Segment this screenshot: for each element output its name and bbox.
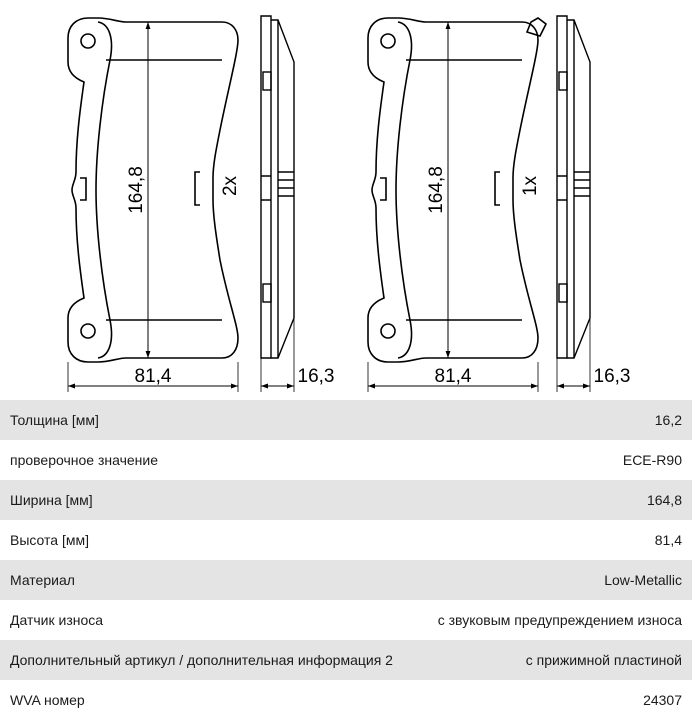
spec-value: ECE-R90 [622, 452, 682, 468]
right-pad-width-label: 81,4 [435, 366, 472, 387]
spec-label: Толщина [мм] [10, 412, 99, 428]
spec-value: с прижимной пластиной [525, 652, 682, 668]
spec-row-wear-sensor: Датчик износа с звуковым предупреждением… [0, 600, 692, 640]
right-pad-thickness-label: 16,3 [594, 366, 631, 387]
brake-pad-technical-drawing: 164,8 2x 81,4 16,3 164,8 1x 81,4 [67, 15, 631, 392]
spec-label: Материал [10, 572, 75, 588]
left-pad-height-label: 164,8 [126, 166, 147, 214]
spec-value: 16,2 [654, 412, 682, 428]
spec-value: Low-Metallic [604, 572, 682, 588]
spec-label: Дополнительный артикул / дополнительная … [10, 652, 393, 668]
spec-row-width: Ширина [мм] 164,8 [0, 480, 692, 520]
right-pad-height-label: 164,8 [426, 166, 447, 214]
spec-label: проверочное значение [10, 452, 159, 468]
spec-value: с звуковым предупреждением износа [437, 612, 682, 628]
spec-value: 164,8 [646, 492, 682, 508]
right-pad-quantity-label: 1x [520, 175, 541, 196]
right-pad-side-view [556, 15, 591, 359]
spec-row-wva-number: WVA номер 24307 [0, 680, 692, 720]
left-pad-thickness-label: 16,3 [298, 366, 335, 387]
spec-row-height: Высота [мм] 81,4 [0, 520, 692, 560]
spec-row-material: Материал Low-Metallic [0, 560, 692, 600]
left-pad-front-view [67, 17, 239, 363]
spec-value: 24307 [643, 692, 682, 708]
spec-label: Ширина [мм] [10, 492, 93, 508]
left-pad-quantity-label: 2x [220, 175, 241, 196]
left-pad-width-label: 81,4 [135, 366, 172, 387]
spec-value: 81,4 [654, 532, 682, 548]
right-pad-front-view [367, 17, 548, 363]
spec-row-test-value: проверочное значение ECE-R90 [0, 440, 692, 480]
spec-row-additional-info: Дополнительный артикул / дополнительная … [0, 640, 692, 680]
spec-row-thickness: Толщина [мм] 16,2 [0, 400, 692, 440]
spec-label: WVA номер [10, 692, 85, 708]
spec-label: Датчик износа [10, 612, 104, 628]
left-pad-side-view [260, 15, 295, 359]
specifications-table: Толщина [мм] 16,2 проверочное значение E… [0, 400, 692, 720]
spec-label: Высота [мм] [10, 532, 89, 548]
